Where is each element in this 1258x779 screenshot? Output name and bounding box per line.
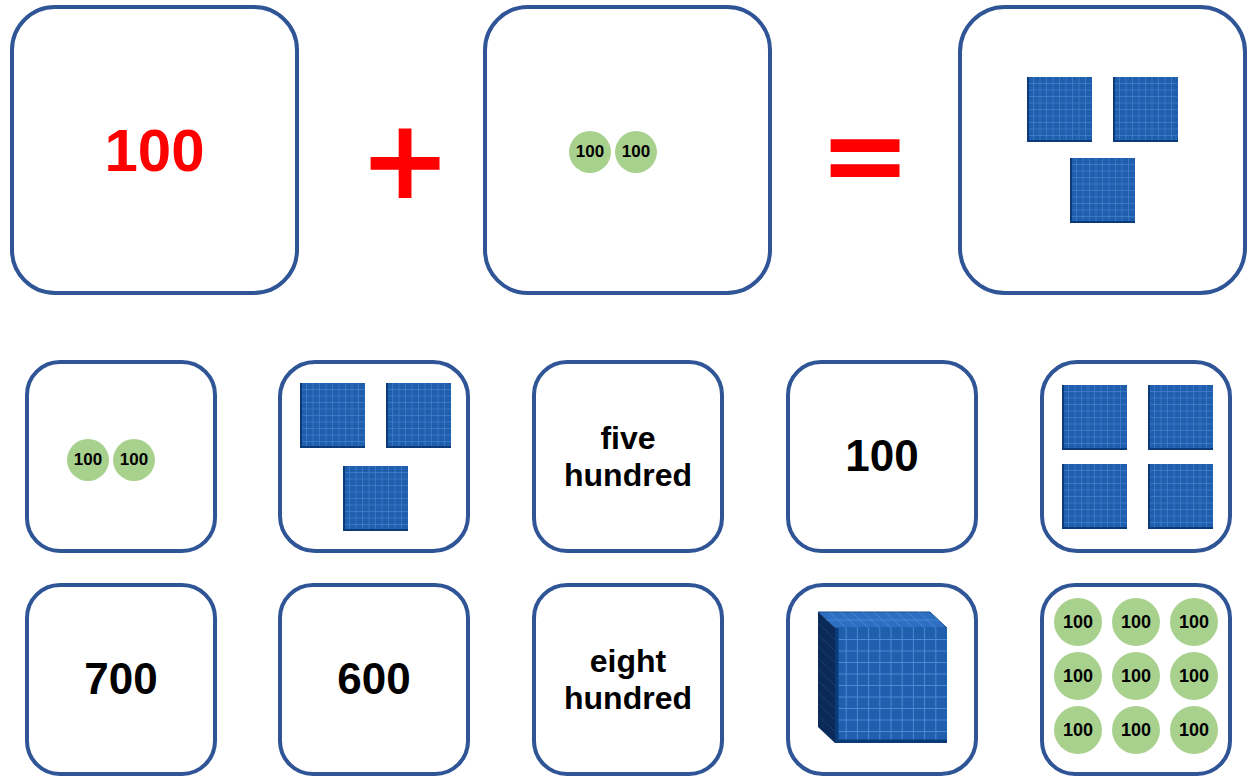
coin-value: 100 xyxy=(1121,666,1151,687)
hundred-flat xyxy=(386,383,451,448)
number-text: 100 xyxy=(845,431,918,482)
picture-box xyxy=(960,7,1245,293)
number-text: 600 xyxy=(337,654,410,705)
hundred-coin: 100 xyxy=(1112,652,1160,700)
coin-box: 100 100 xyxy=(483,5,772,295)
coin-value: 100 xyxy=(74,450,102,470)
hundred-coin: 100 xyxy=(67,439,109,481)
number-text: eight hundred xyxy=(544,643,712,717)
hundred-coin: 100 xyxy=(1054,652,1102,700)
hundred-flat xyxy=(1062,464,1127,529)
hundred-flat xyxy=(1062,385,1127,450)
hundred-flat xyxy=(1027,77,1092,142)
hundred-flat xyxy=(300,383,365,448)
cube-front xyxy=(835,628,947,743)
hundred-coin: 100 xyxy=(1170,706,1218,754)
number-card: 700 xyxy=(25,583,217,776)
operator-sign: + xyxy=(359,105,451,215)
coin-value: 100 xyxy=(1179,666,1209,687)
number-box: 100 xyxy=(10,5,299,295)
picture-card xyxy=(1042,362,1230,551)
hundred-coin: 100 xyxy=(113,439,155,481)
coin-value: 100 xyxy=(576,142,604,162)
coin-value: 100 xyxy=(1121,612,1151,633)
hundred-coin: 100 xyxy=(1054,706,1102,754)
picture-card xyxy=(280,362,468,551)
hundred-coin: 100 xyxy=(1170,652,1218,700)
hundred-coin: 100 xyxy=(569,131,611,173)
number-text: five hundred xyxy=(544,420,712,494)
hundred-flat xyxy=(1113,77,1178,142)
coin-value: 100 xyxy=(1121,720,1151,741)
word-card: eight hundred xyxy=(532,583,724,776)
coin-card: 100 100 xyxy=(25,360,217,553)
hundred-flat xyxy=(1148,385,1213,450)
coin-value: 100 xyxy=(1179,612,1209,633)
hundred-flat xyxy=(1070,158,1135,223)
word-card: five hundred xyxy=(532,360,724,553)
hundred-coin: 100 xyxy=(1112,598,1160,646)
hundred-coin: 100 xyxy=(1054,598,1102,646)
hundred-coin: 100 xyxy=(1112,706,1160,754)
number-text: 100 xyxy=(104,116,204,185)
coin-value: 100 xyxy=(1063,612,1093,633)
cube-top-grid xyxy=(827,612,939,628)
hundred-coin: 100 xyxy=(1170,598,1218,646)
cube-side xyxy=(818,612,835,743)
cube-side-grid xyxy=(818,624,835,732)
coin-value: 100 xyxy=(1063,720,1093,741)
hundred-flat xyxy=(1148,464,1213,529)
thousand-cube xyxy=(818,612,947,743)
hundred-coin: 100 xyxy=(615,131,657,173)
hundred-flat xyxy=(343,466,408,531)
operator-sign: = xyxy=(819,100,911,210)
number-text: 700 xyxy=(84,654,157,705)
coin-value: 100 xyxy=(1179,720,1209,741)
number-card: 600 xyxy=(278,583,470,776)
cube-top xyxy=(818,612,947,628)
picture-card xyxy=(788,585,976,774)
coin-value: 100 xyxy=(622,142,650,162)
coin-value: 100 xyxy=(120,450,148,470)
coin-card: 100 100 100 100 100 100 100 100 100 xyxy=(1040,583,1232,776)
coin-value: 100 xyxy=(1063,666,1093,687)
number-card: 100 xyxy=(786,360,978,553)
